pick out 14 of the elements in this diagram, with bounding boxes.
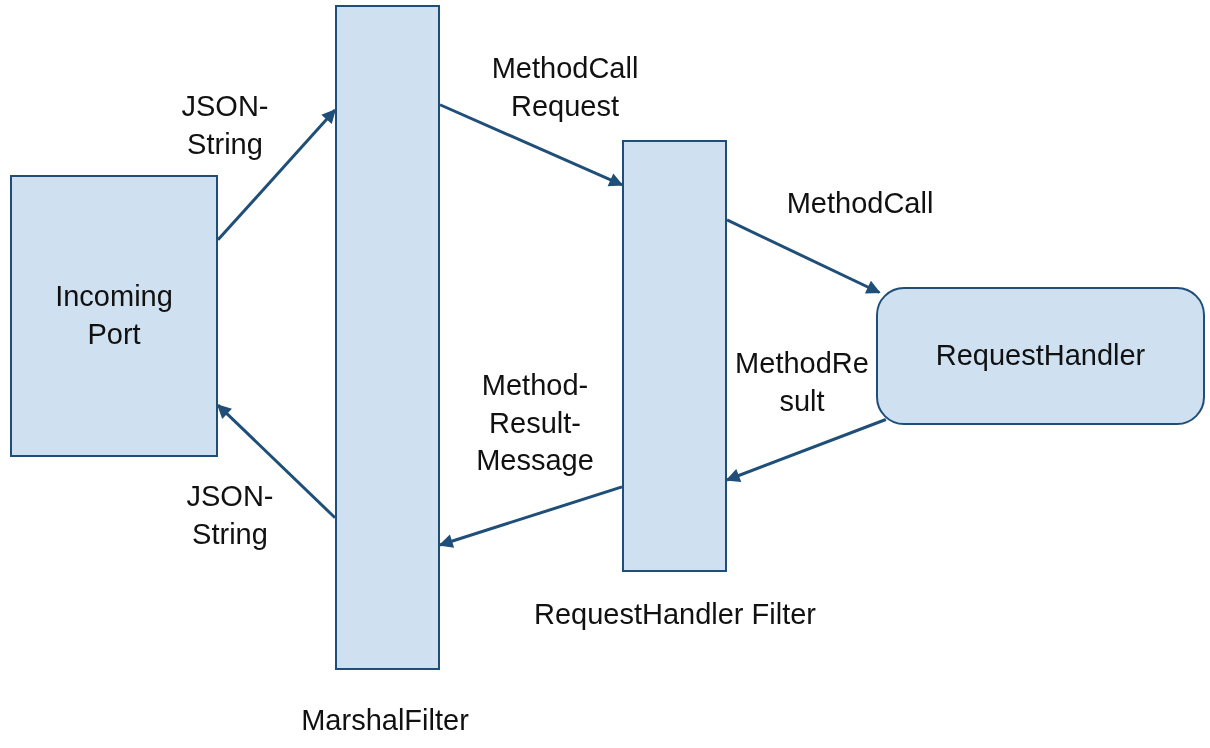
node-label: RequestHandler: [934, 338, 1147, 374]
node-label: Incoming Port: [54, 279, 174, 352]
edge-label: MethodCall Request: [490, 51, 640, 124]
edge-label: MethodResult: [734, 346, 870, 419]
process-box: [10, 175, 218, 457]
edge-label: MethodCall: [785, 186, 935, 221]
filter-label: RequestHandler Filter: [532, 597, 818, 632]
edge-label: Method-Result-Message: [475, 368, 595, 479]
edge-label: JSON-String: [185, 479, 275, 552]
rounded-box: [876, 287, 1205, 425]
filter-bar: [335, 5, 440, 670]
filter-bar: [622, 140, 727, 572]
edge-label: JSON-String: [180, 89, 270, 162]
filter-label: MarshalFilter: [300, 703, 470, 738]
